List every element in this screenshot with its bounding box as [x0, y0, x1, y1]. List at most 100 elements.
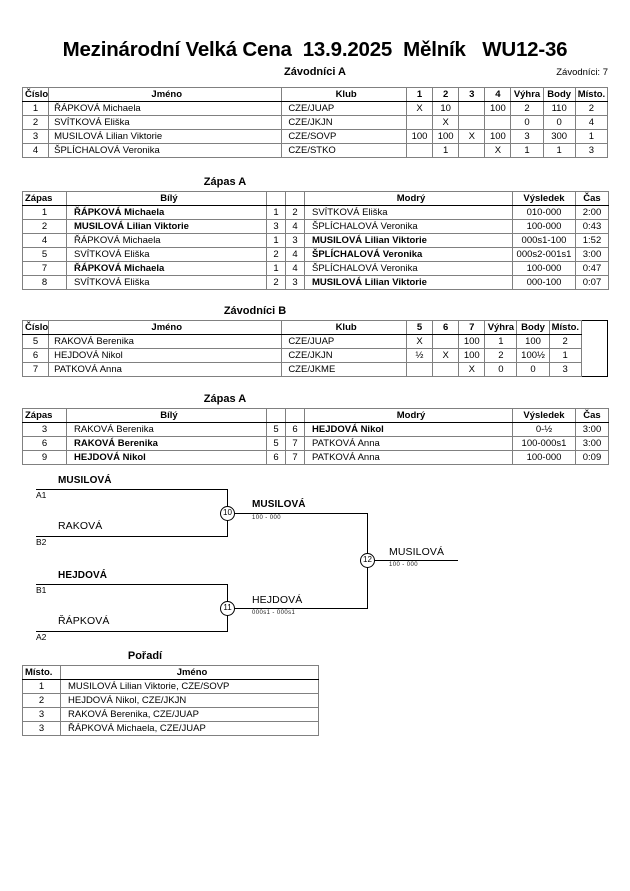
row-place: 2 — [548, 334, 582, 349]
row-number: 3 — [21, 129, 50, 144]
match-time: 0:07 — [575, 275, 609, 290]
knockout-bracket: MUSILOVÁ A1 RAKOVÁ B2 10 MUSILOVÁ 100 - … — [22, 475, 612, 650]
table-header-row: Číslo Jméno Klub 1 2 3 4 Výhra Body Míst… — [21, 87, 609, 102]
match-white-number: 5 — [266, 436, 286, 451]
header-misto: Místo. — [548, 320, 582, 335]
header-opponent-3: 3 — [458, 87, 486, 102]
match-blue-number: 7 — [285, 450, 305, 465]
bracket-sf1-winner: MUSILOVÁ — [252, 499, 306, 510]
bracket-final-score: 100 - 000 — [389, 562, 418, 568]
bracket-entry-name-2: RAKOVÁ — [58, 520, 103, 532]
match-time: 0:09 — [575, 450, 609, 465]
header-vysledek: Výsledek — [512, 191, 576, 206]
bracket-sf2-score: 000s1 - 000s1 — [252, 610, 296, 616]
match-blue-number: 6 — [285, 422, 305, 437]
row-number: 6 — [21, 348, 50, 363]
row-points: 100 — [516, 334, 550, 349]
row-points: 300 — [542, 129, 576, 144]
header-vysledek: Výsledek — [512, 408, 576, 423]
bracket-line-sf2-winner — [235, 608, 368, 610]
row-result-4: 100 — [484, 101, 512, 116]
match-white-name: MUSILOVÁ Lilian Viktorie — [66, 219, 267, 234]
match-result: 0-½ — [512, 422, 576, 437]
row-number: 4 — [21, 143, 50, 158]
match-white-name: RAKOVÁ Berenika — [66, 436, 267, 451]
match-white-number: 2 — [266, 247, 286, 262]
match-result: 000s2-001s1 — [512, 247, 576, 262]
row-result-4: X — [484, 143, 512, 158]
match-number: 9 — [22, 450, 67, 465]
row-result-1: X — [405, 101, 434, 116]
match-white-name: ŘÁPKOVÁ Michaela — [66, 261, 267, 276]
row-result-3 — [458, 115, 486, 130]
match-blue-number: 4 — [285, 247, 305, 262]
row-name: SVÍTKOVÁ Eliška — [48, 115, 283, 130]
match-white-name: RAKOVÁ Berenika — [66, 422, 267, 437]
match-time: 2:00 — [575, 205, 609, 220]
table-row: 1 ŘÁPKOVÁ Michaela CZE/JUAP X 10 100 2 1… — [21, 101, 609, 116]
row-points: 0 — [542, 115, 576, 130]
row-club: CZE/STKO — [281, 143, 407, 158]
match-white-name: SVÍTKOVÁ Eliška — [66, 247, 267, 262]
row-club: CZE/JKJN — [281, 115, 407, 130]
match-blue-name: SVÍTKOVÁ Eliška — [304, 205, 513, 220]
row-name: ŠPLÍCHALOVÁ Veronika — [48, 143, 283, 158]
row-club: CZE/JKME — [281, 362, 407, 377]
match-blue-name: PATKOVÁ Anna — [304, 450, 513, 465]
header-zapas: Zápas — [22, 191, 67, 206]
bracket-line-champion — [375, 560, 458, 562]
bracket-line-entry-1 — [36, 489, 228, 491]
row-points: 0 — [516, 362, 550, 377]
header-blue-num — [285, 408, 305, 423]
header-body: Body — [516, 320, 550, 335]
header-opponent-2: 2 — [432, 87, 460, 102]
table-row: 7 PATKOVÁ Anna CZE/JKME X 0 0 3 — [21, 362, 608, 377]
match-blue-number: 7 — [285, 436, 305, 451]
bracket-entry-name-1: MUSILOVÁ — [58, 475, 112, 486]
bracket-champion: MUSILOVÁ — [389, 546, 445, 558]
row-result-2: 100 — [432, 129, 460, 144]
header-cas: Čas — [575, 408, 609, 423]
row-wins: 0 — [484, 362, 518, 377]
match-white-name: SVÍTKOVÁ Eliška — [66, 275, 267, 290]
bracket-entry-seed-1: A1 — [36, 490, 47, 500]
header-opponent-1: 1 — [405, 87, 434, 102]
row-points: 110 — [542, 101, 576, 116]
matches-a-caption: Zápas A — [203, 176, 247, 188]
row-place: 2 — [574, 101, 609, 116]
entrants-count: Závodníci: 7 — [556, 67, 608, 78]
row-points: 100½ — [516, 348, 550, 363]
header-bily: Bílý — [66, 191, 267, 206]
row-wins: 1 — [510, 143, 544, 158]
bracket-node-12: 12 — [360, 553, 375, 568]
header-modry: Modrý — [304, 408, 513, 423]
header-opponent-7: 7 — [458, 320, 486, 335]
match-number: 8 — [22, 275, 67, 290]
match-result: 100-000s1 — [512, 436, 576, 451]
pool-a-caption: Závodníci A — [284, 66, 346, 78]
ranking-place: 3 — [22, 721, 61, 736]
row-result-1: ½ — [405, 348, 434, 363]
match-blue-name: MUSILOVÁ Lilian Viktorie — [304, 275, 513, 290]
match-white-name: HEJDOVÁ Nikol — [66, 450, 267, 465]
row-place: 3 — [574, 143, 609, 158]
match-blue-number: 3 — [285, 233, 305, 248]
header-jmeno: Jméno — [48, 320, 283, 335]
ranking-place: 1 — [22, 679, 61, 694]
table-row: 4 ŠPLÍCHALOVÁ Veronika CZE/STKO 1 X 1 1 … — [21, 143, 609, 158]
header-white-num — [266, 191, 286, 206]
row-wins: 3 — [510, 129, 544, 144]
header-opponent-4: 4 — [484, 87, 512, 102]
ranking-name: RAKOVÁ Berenika, CZE/JUAP — [60, 707, 319, 722]
